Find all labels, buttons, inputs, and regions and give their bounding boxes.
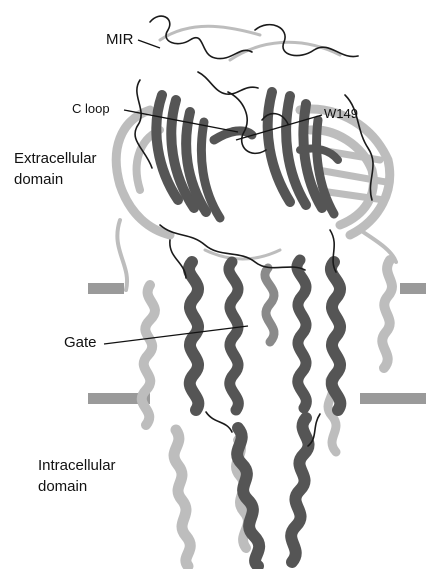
- membrane-bar-bottom-right: [360, 393, 426, 404]
- c-loop-leader-line: [124, 110, 238, 132]
- membrane-bar-top-left: [88, 283, 124, 294]
- extracellular-domain-label-line1: Extracellular: [14, 150, 97, 167]
- intracellular-domain-label-line1: Intracellular: [38, 457, 116, 474]
- intracellular-domain-label-line2: domain: [38, 478, 87, 495]
- mir-label: MIR: [106, 31, 134, 48]
- membrane-bars: [88, 283, 426, 404]
- transmembrane-helices: [189, 260, 340, 410]
- gate-label: Gate: [64, 334, 97, 351]
- c-loop-label: C loop: [72, 101, 110, 116]
- mir-leader-line: [138, 40, 160, 48]
- w149-label: W149: [324, 106, 358, 121]
- extracellular-domain-label-line2: domain: [14, 171, 63, 188]
- membrane-bar-top-right: [400, 283, 426, 294]
